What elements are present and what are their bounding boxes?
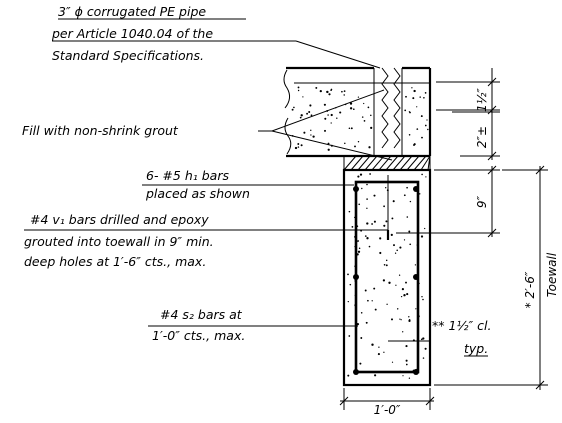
- dim-toewall-label: Toewall: [545, 252, 559, 297]
- concrete-stipple: [291, 86, 429, 379]
- dim-gap: 2″±: [475, 126, 489, 148]
- v1-note-line1: #4 v₁ bars drilled and epoxy: [30, 212, 209, 227]
- pipe-note-line1: 3″ ϕ corrugated PE pipe: [58, 4, 206, 19]
- dim-top-slab: 1½″: [475, 88, 489, 112]
- h1-bars: [353, 186, 419, 375]
- v1-note-line3: deep holes at 1′-6″ cts., max.: [24, 254, 206, 269]
- dim-embed: 9″: [475, 195, 489, 208]
- dim-height: * 2′-6″: [523, 271, 537, 308]
- dimension-lines: [339, 68, 548, 410]
- upper-slab: [283, 66, 432, 158]
- cover-note-line1: ** 1½″ cl.: [432, 318, 492, 333]
- s2-note-line2: 1′-0″ cts., max.: [152, 328, 245, 343]
- dim-width: 1′-0″: [374, 403, 401, 417]
- pipe-opening: [373, 67, 403, 156]
- cover-note-line2: typ.: [464, 341, 488, 356]
- grout-note: Fill with non-shrink grout: [22, 123, 179, 138]
- h1-note-line2: placed as shown: [145, 186, 250, 201]
- v1-note-line2: grouted into toewall in 9″ min.: [24, 234, 214, 249]
- pipe-note-line3: Standard Specifications.: [52, 48, 204, 63]
- h1-note-line1: 6- #5 h₁ bars: [146, 168, 229, 183]
- pipe-note-line2: per Article 1040.04 of the: [51, 26, 213, 41]
- leader-lines: [24, 40, 393, 327]
- s2-note-line1: #4 s₂ bars at: [160, 307, 243, 322]
- grout-bed-hatch: [343, 155, 431, 171]
